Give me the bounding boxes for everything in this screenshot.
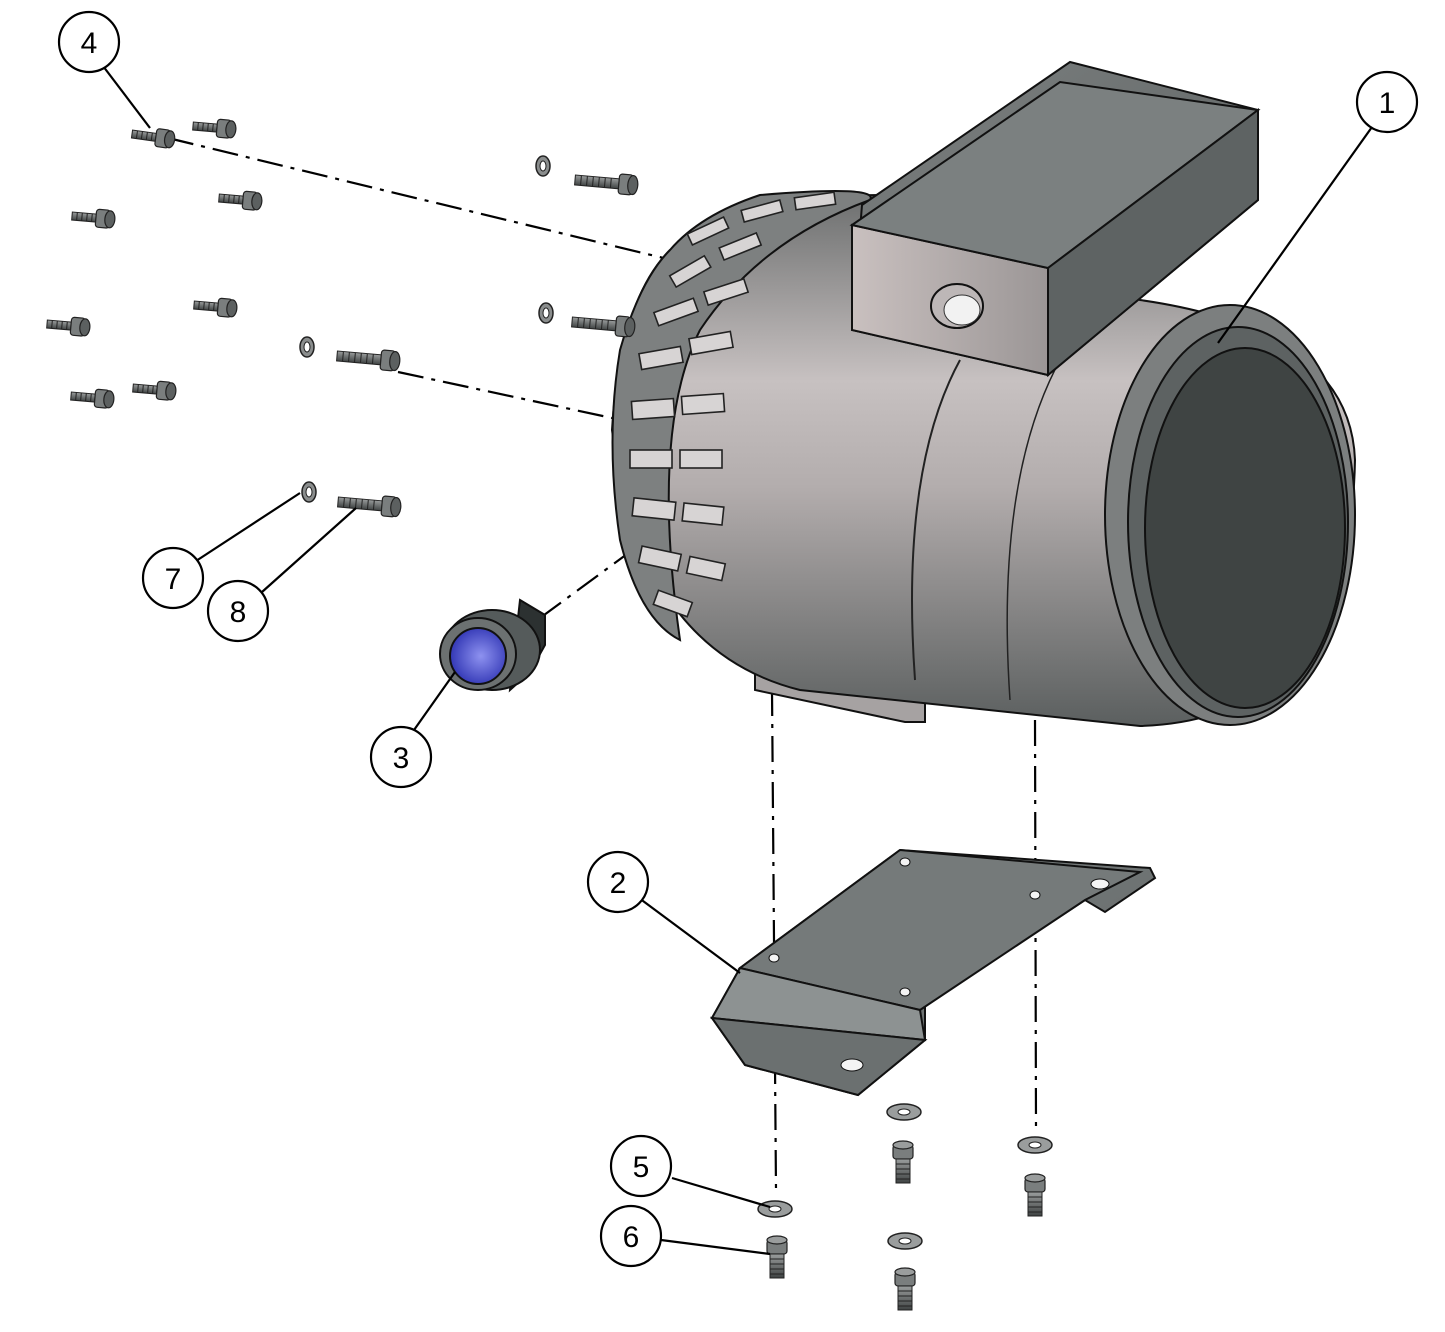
bottom-fasteners xyxy=(757,1103,1053,1311)
long-screws-with-washers xyxy=(299,155,640,519)
washer-item-5 xyxy=(757,1200,793,1218)
callout-7-label: 7 xyxy=(165,563,182,596)
callout-2: 2 xyxy=(586,850,650,914)
centerline-top-fasteners xyxy=(167,136,681,264)
callout-5: 5 xyxy=(609,1134,673,1198)
callout-8: 8 xyxy=(206,579,270,643)
screw-item-8 xyxy=(336,491,403,519)
centerline-left-mount xyxy=(770,689,778,1191)
mounting-bracket xyxy=(709,848,1157,1097)
motor-housing xyxy=(610,60,1357,728)
callout-4-label: 4 xyxy=(81,27,98,60)
callout-1: 1 xyxy=(1355,70,1419,134)
callout-8-label: 8 xyxy=(230,596,247,629)
cable-fitting xyxy=(439,598,546,693)
callout-7: 7 xyxy=(141,546,205,610)
callout-3-label: 3 xyxy=(393,742,410,775)
centerline-mid-fasteners xyxy=(397,370,613,420)
callout-1-label: 1 xyxy=(1379,87,1396,120)
leader-lines xyxy=(102,65,1373,1256)
callout-4: 4 xyxy=(57,10,121,74)
callout-6-label: 6 xyxy=(623,1221,640,1254)
callout-5-label: 5 xyxy=(633,1151,650,1184)
callout-2-label: 2 xyxy=(610,867,627,900)
screw-item-6 xyxy=(766,1235,788,1279)
screw-cluster xyxy=(45,116,264,410)
vent-grille xyxy=(629,191,837,618)
washer-item-7 xyxy=(301,481,317,503)
callout-6: 6 xyxy=(599,1204,663,1268)
callout-3: 3 xyxy=(369,725,433,789)
